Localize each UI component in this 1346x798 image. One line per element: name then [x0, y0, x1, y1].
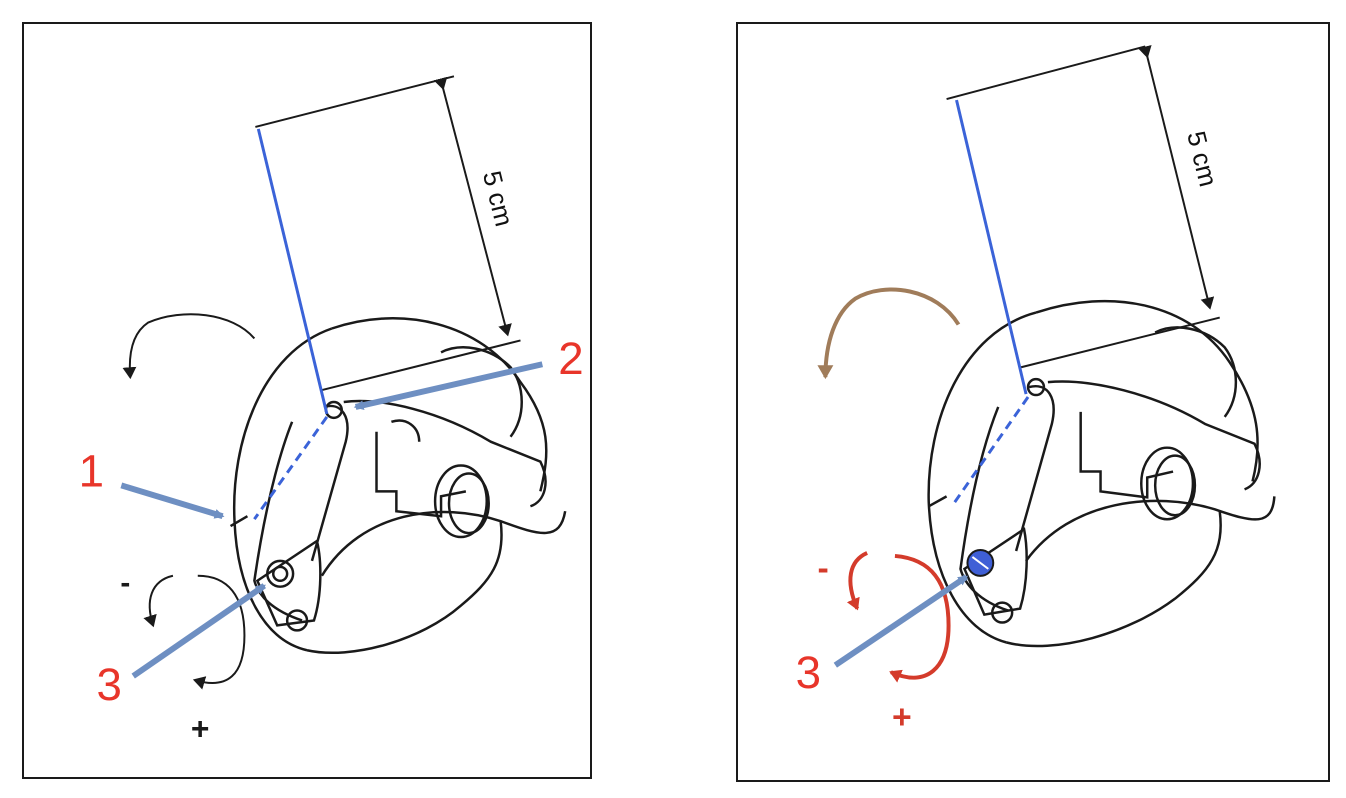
pointer-arrows-right	[833, 574, 969, 668]
bobbin-case-diagram-right: 5 cm	[796, 45, 1276, 736]
minus-sign: -	[120, 567, 130, 600]
thread-left	[253, 128, 329, 521]
dimension-label: 5 cm	[1181, 128, 1222, 189]
tension-screw-icon	[966, 549, 995, 577]
pointer-arrows-left	[120, 361, 544, 679]
plus-sign: +	[191, 711, 210, 747]
thread-right	[951, 99, 1030, 507]
label-2: 2	[558, 333, 583, 384]
bobbin-case-left	[229, 317, 567, 654]
minus-sign: -	[817, 549, 828, 587]
tension-rotation-arrows-left	[143, 574, 246, 690]
dimension-label: 5 cm	[477, 168, 518, 229]
rotation-arrow-icon	[817, 287, 961, 380]
rotation-arrow-icon	[122, 313, 256, 380]
diagram-panel-left: 5 cm	[22, 22, 592, 779]
bobbin-case-right	[927, 299, 1276, 648]
plus-sign: +	[892, 698, 912, 736]
diagram-panel-right: 5 cm	[736, 22, 1330, 782]
bobbin-case-diagram-left: 5 cm	[79, 75, 584, 747]
label-3: 3	[796, 647, 821, 698]
label-1: 1	[79, 445, 104, 496]
tension-rotation-arrows-right	[846, 551, 951, 683]
label-3: 3	[96, 659, 121, 710]
